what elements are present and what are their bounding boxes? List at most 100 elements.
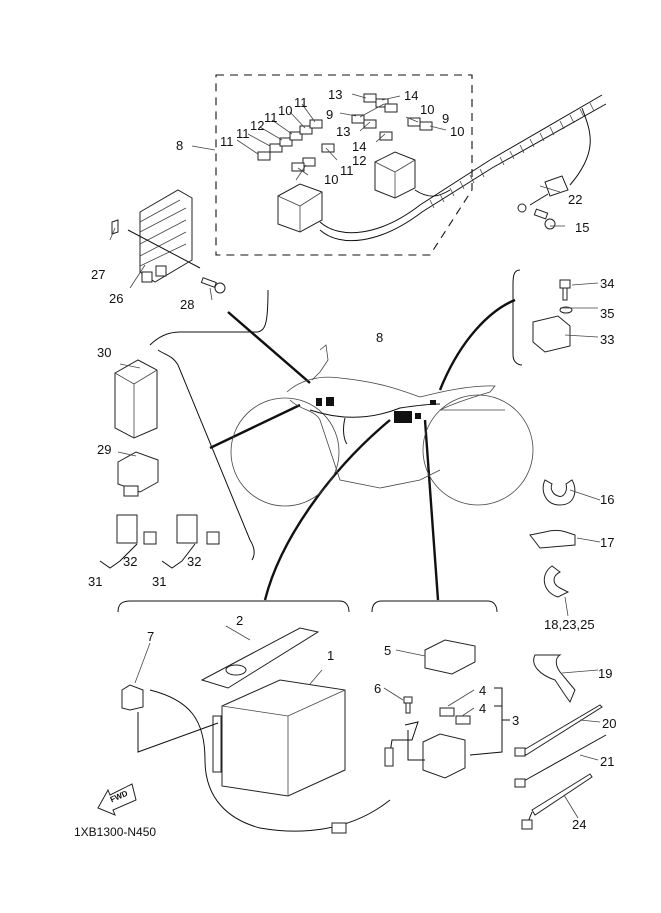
part-27-bracket <box>111 219 119 235</box>
junction-box-left <box>277 183 323 233</box>
battery-wire <box>149 689 391 832</box>
callout-33: 33 <box>600 332 615 347</box>
callout-28: 28 <box>180 297 195 312</box>
part-17-clamp <box>529 530 576 549</box>
callout-24: 24 <box>572 817 587 832</box>
callout-30: 30 <box>97 345 112 360</box>
callout-9: 9 <box>326 107 334 122</box>
wire-harness <box>319 94 607 242</box>
callout-22: 22 <box>568 192 583 207</box>
callout-19: 19 <box>598 666 613 681</box>
part-4-fuse-a <box>439 707 455 717</box>
callout-4: 4 <box>479 683 487 698</box>
callout-11: 11 <box>294 95 308 110</box>
part-28-bolt <box>127 229 226 294</box>
callout-18-23-25: 18,23,25 <box>544 617 595 632</box>
part-32-connector-b <box>206 531 220 545</box>
callout-15: 15 <box>575 220 590 235</box>
fuse-group-dashed-outline <box>215 74 473 256</box>
callout-35: 35 <box>600 306 615 321</box>
part-6-bolt <box>403 696 413 714</box>
part-1-battery <box>212 679 346 797</box>
callout-13: 13 <box>328 87 343 102</box>
part-2-battery-strap <box>200 627 320 689</box>
part-18-clamp <box>543 565 570 598</box>
callout-2: 2 <box>236 613 244 628</box>
callout-11: 11 <box>236 126 250 141</box>
callout-31: 31 <box>88 574 103 589</box>
wire-connector <box>331 822 347 834</box>
part-32-connector-a <box>143 531 157 545</box>
callout-34: 34 <box>600 276 615 291</box>
part-16-clamp <box>542 479 576 506</box>
callout-26: 26 <box>109 291 124 306</box>
callout-11: 11 <box>340 163 354 178</box>
callout-16: 16 <box>600 492 615 507</box>
diagram-code: 1XB1300-N450 <box>74 825 157 839</box>
callout-10: 10 <box>324 172 339 187</box>
callout-21: 21 <box>600 754 615 769</box>
callout-14: 14 <box>404 88 419 103</box>
part-34-bolt <box>559 279 571 301</box>
fwd-arrow-icon <box>97 783 137 816</box>
callout-27: 27 <box>91 267 106 282</box>
callout-12: 12 <box>250 118 265 133</box>
callout-14: 14 <box>352 139 367 154</box>
frame-bottom-right <box>371 600 498 613</box>
callout-10: 10 <box>450 124 465 139</box>
callout-13: 13 <box>336 124 351 139</box>
callout-32: 32 <box>187 554 202 569</box>
leader-relays <box>209 403 301 450</box>
callout-10: 10 <box>278 103 293 118</box>
part-35-washer <box>559 306 573 314</box>
callout-3: 3 <box>512 713 520 728</box>
callout-11: 11 <box>220 134 234 149</box>
battery-terminal-lead <box>384 721 425 767</box>
part-30-relay <box>114 359 158 439</box>
bracket-3 <box>469 687 510 756</box>
callout-10: 10 <box>420 102 435 117</box>
part-5-cover <box>424 639 476 675</box>
part-29-relay <box>117 451 159 497</box>
callout-6: 6 <box>374 681 382 696</box>
callout-20: 20 <box>602 716 617 731</box>
leader-regulator <box>227 311 311 384</box>
part-20-cable-tie <box>514 704 603 757</box>
callout-17: 17 <box>600 535 615 550</box>
callout-5: 5 <box>384 643 392 658</box>
fuse-parts <box>257 93 433 172</box>
callout-8: 8 <box>176 138 184 153</box>
frame-top-left <box>149 289 269 346</box>
callout-8-bike: 8 <box>376 330 384 345</box>
callout-4: 4 <box>479 701 487 716</box>
part-3-starter-relay <box>422 733 466 779</box>
callout-1: 1 <box>327 648 335 663</box>
frame-left <box>157 349 255 561</box>
callout-leaders <box>109 93 601 819</box>
junction-box-right <box>374 151 416 199</box>
bike-harness <box>309 397 441 445</box>
part-24-cable-tie <box>521 773 593 830</box>
part-15-bolt <box>533 208 556 230</box>
part-22-sensor <box>517 175 569 213</box>
motorcycle-outline <box>230 344 534 507</box>
rectifier-regulator <box>139 189 193 283</box>
leader-sensor <box>438 298 516 391</box>
part-31-connector-b <box>176 514 198 544</box>
leader-starter <box>423 419 440 601</box>
callout-31: 31 <box>152 574 167 589</box>
callout-32: 32 <box>123 554 138 569</box>
callout-11: 11 <box>264 110 278 125</box>
part-19-clamp <box>533 654 576 704</box>
part-33-sensor <box>532 315 571 353</box>
part-7-terminal-cover <box>121 684 144 711</box>
frame-bottom-left <box>117 600 350 613</box>
part-31-connector-a <box>116 514 138 544</box>
part-4-fuse-b <box>455 715 471 725</box>
frame-right <box>512 269 523 366</box>
callout-7: 7 <box>147 629 155 644</box>
leader-battery <box>263 419 391 601</box>
callout-29: 29 <box>97 442 112 457</box>
part-21-cable-tie <box>514 734 607 788</box>
